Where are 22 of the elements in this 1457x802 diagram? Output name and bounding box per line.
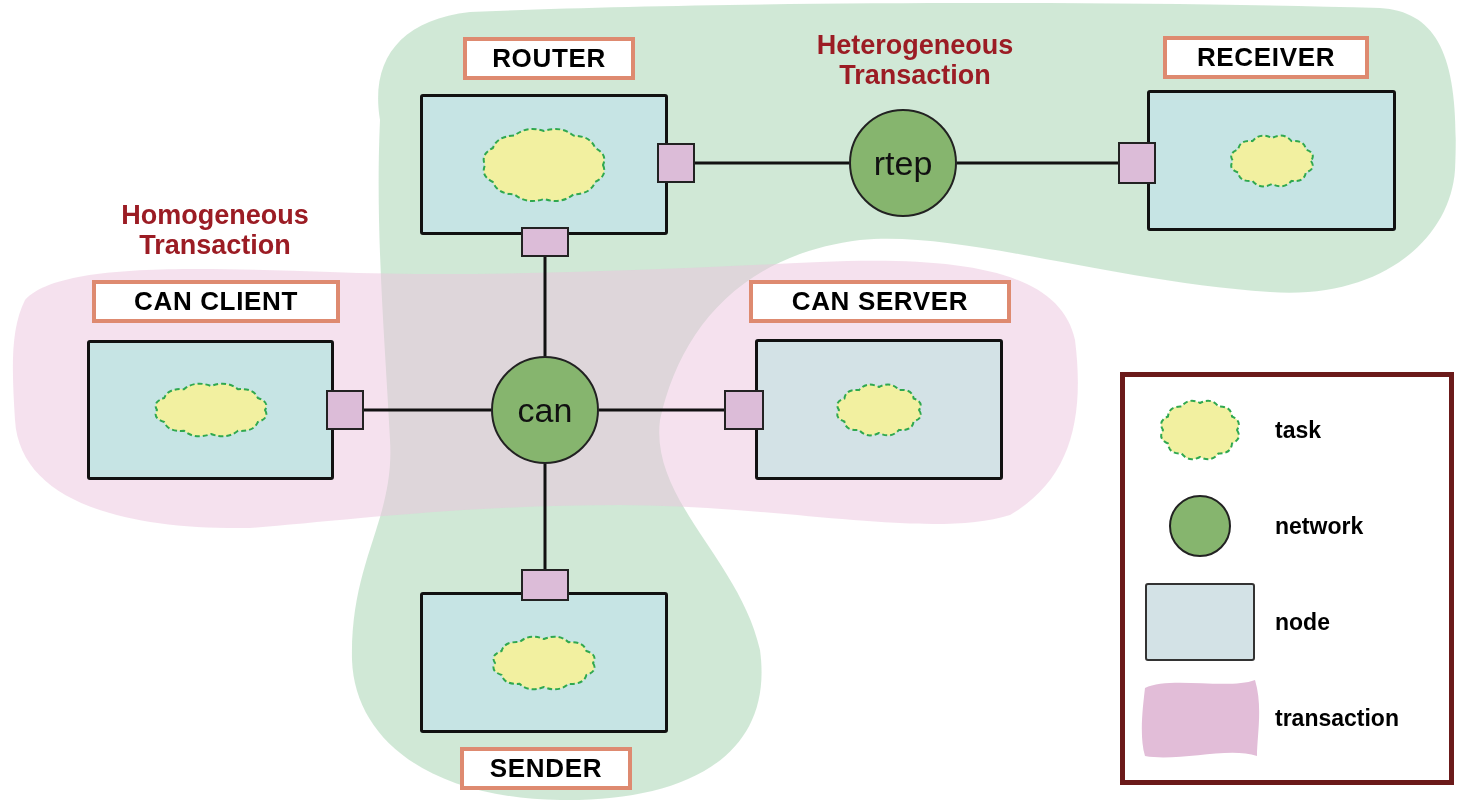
transaction-title: Homogeneous Transaction xyxy=(120,200,310,260)
device-node xyxy=(420,37,695,257)
connector-line xyxy=(599,408,724,412)
legend-label: transaction xyxy=(1275,703,1399,733)
node-label: ROUTER xyxy=(463,37,635,80)
node-label: CAN SERVER xyxy=(749,280,1011,323)
node-label: CAN CLIENT xyxy=(92,280,340,323)
device-node xyxy=(724,280,1011,480)
connector-line xyxy=(543,257,547,356)
legend-label: node xyxy=(1275,607,1330,637)
node-label: SENDER xyxy=(460,747,632,790)
connector-line xyxy=(695,161,849,165)
transaction-title: Heterogeneous Transaction xyxy=(815,30,1015,90)
legend-label: task xyxy=(1275,415,1322,445)
device-node xyxy=(1118,36,1396,231)
device-node xyxy=(87,280,364,480)
legend-label: network xyxy=(1275,511,1364,541)
connector-line xyxy=(543,464,547,569)
connector-line xyxy=(364,408,491,412)
device-node xyxy=(420,569,668,790)
connector-line xyxy=(957,161,1118,165)
node-label: RECEIVER xyxy=(1163,36,1369,79)
